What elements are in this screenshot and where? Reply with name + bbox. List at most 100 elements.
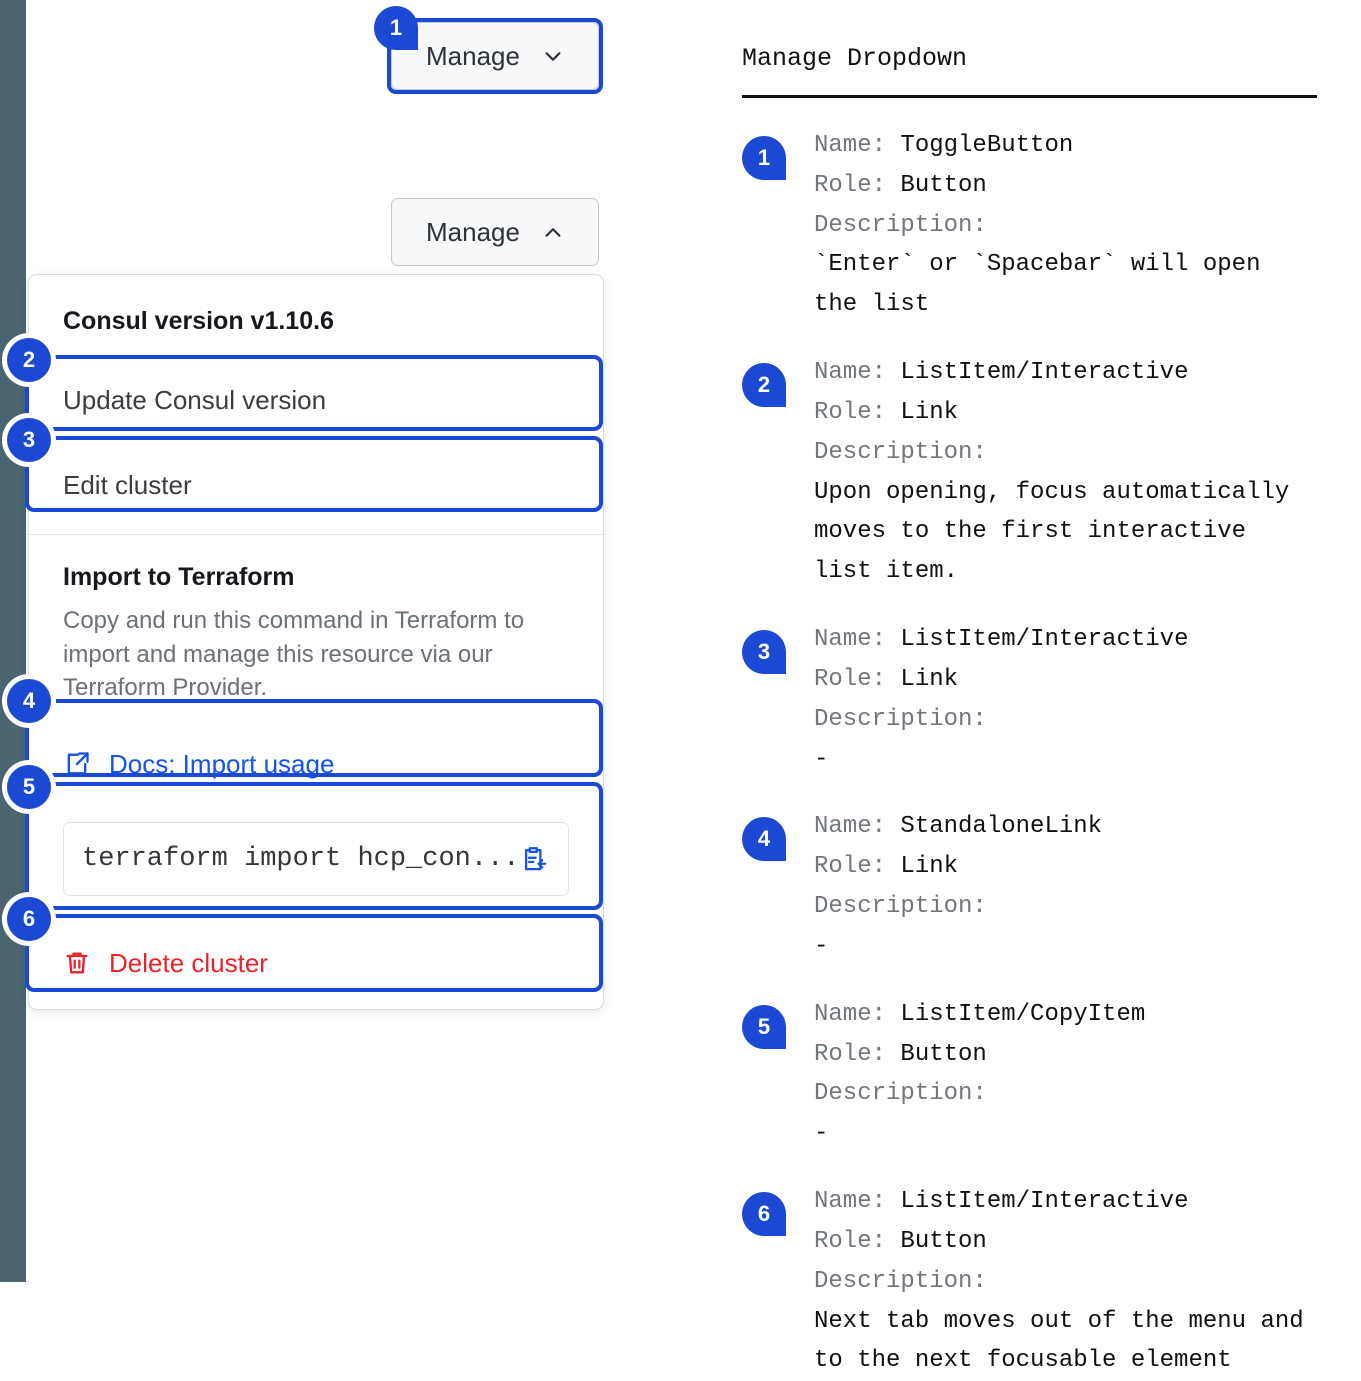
terraform-section-description: Copy and run this command in Terraform t… [63, 607, 525, 702]
legend-name-line: Name: ToggleButton [814, 126, 1260, 166]
legend-description-value-line: Upon opening, focus automatically moves … [814, 473, 1289, 592]
manage-dropdown-panel: Consul version v1.10.6 Update Consul ver… [28, 274, 604, 1010]
legend-field-label: Name: [814, 813, 901, 841]
legend-field-label: Name: [814, 1188, 901, 1216]
legend-field-value: Link [900, 665, 959, 693]
legend-field-value: Upon opening, focus automatically moves … [814, 478, 1290, 586]
clipboard-copy-icon [525, 846, 547, 871]
manage-toggle-button-expanded[interactable]: Manage [391, 198, 599, 266]
legend-field-label: Description: [814, 705, 1002, 733]
legend-field-label: Description: [814, 438, 1002, 466]
badge-marker-5: 5 [7, 765, 51, 809]
legend-badge-6: 6 [742, 1192, 786, 1237]
legend-field-label: Description: [814, 1267, 1002, 1295]
docs-external-link-icon [67, 752, 89, 775]
legend-description-value-line: - [814, 740, 1188, 780]
legend-field-label: Description: [814, 893, 1002, 921]
legend-field-label: Role: [814, 665, 901, 693]
terraform-copy-item[interactable]: terraform import hcp_con... [63, 821, 569, 896]
legend-field-value: ListItem/Interactive [900, 626, 1189, 654]
left-rail [0, 0, 26, 1282]
legend-role-line: Role: Button [814, 1222, 1304, 1262]
legend-badge-2: 2 [742, 363, 786, 408]
docs-import-usage-link[interactable]: Docs: Import usage [29, 727, 603, 802]
legend-field-label: Name: [814, 359, 901, 387]
legend-description-label-line: Description: [814, 1074, 1145, 1114]
legend-field-value: ListItem/CopyItem [900, 1000, 1146, 1028]
menu-divider [29, 534, 603, 535]
docs-import-usage-label: Docs: Import usage [109, 748, 335, 779]
legend-badge-3: 3 [742, 630, 786, 675]
manage-toggle-button-collapsed[interactable]: Manage [391, 22, 599, 90]
legend-field-value: ListItem/Interactive [900, 359, 1189, 387]
legend-description-label-line: Description: [814, 700, 1188, 740]
menu-item-edit-cluster-label: Edit cluster [63, 470, 192, 500]
legend-field-label: Role: [814, 853, 901, 881]
legend-description-value-line: Next tab moves out of the menu and to th… [814, 1302, 1304, 1381]
legend-field-value: Button [900, 1040, 987, 1068]
badge-marker-1: 1 [374, 6, 418, 50]
legend-role-line: Role: Link [814, 847, 1102, 887]
menu-item-update-consul-version[interactable]: Update Consul version [29, 358, 603, 443]
legend-field-label: Description: [814, 1080, 1002, 1108]
terraform-section-title: Import to Terraform [63, 563, 295, 591]
menu-item-delete-cluster[interactable]: Delete cluster [29, 922, 603, 1009]
legend-name-line: Name: ListItem/CopyItem [814, 995, 1145, 1035]
legend-role-line: Role: Link [814, 660, 1188, 700]
legend-field-label: Role: [814, 1040, 901, 1068]
legend-title: Manage Dropdown [742, 44, 968, 73]
legend-field-label: Description: [814, 211, 1002, 239]
legend-field-value: Link [900, 853, 959, 881]
dropdown-demo-area: Manage 1 Manage Consul version v1.10.6 U… [0, 0, 700, 1282]
legend-field-label: Name: [814, 132, 901, 159]
legend-role-line: Role: Button [814, 166, 1260, 206]
menu-item-update-consul-version-label: Update Consul version [63, 385, 327, 415]
legend-description-value-line: - [814, 1114, 1145, 1154]
legend-role-line: Role: Link [814, 393, 1289, 433]
trash-icon [66, 952, 88, 974]
legend-badge-5: 5 [742, 1004, 786, 1049]
legend-field-label: Name: [814, 1000, 901, 1028]
legend-name-line: Name: StandaloneLink [814, 807, 1102, 847]
terraform-command-text: terraform import hcp_con... [82, 843, 520, 874]
legend-badge-4: 4 [742, 817, 786, 862]
legend-description-label-line: Description: [814, 206, 1260, 246]
legend-field-value: - [814, 1120, 829, 1148]
badge-marker-6: 6 [7, 897, 51, 941]
legend-name-line: Name: ListItem/Interactive [814, 353, 1289, 393]
legend-description-label-line: Description: [814, 433, 1289, 473]
legend-field-label: Role: [814, 1227, 901, 1255]
badge-marker-3: 3 [7, 418, 51, 462]
legend-field-label: Role: [814, 398, 901, 426]
badge-marker-4: 4 [7, 679, 51, 723]
legend-field-value: `Enter` or `Spacebar` will open the list [814, 251, 1261, 319]
legend-field-value: StandaloneLink [900, 813, 1103, 841]
legend-name-line: Name: ListItem/Interactive [814, 1182, 1304, 1222]
legend-rule [742, 95, 1317, 98]
legend-role-line: Role: Button [814, 1035, 1145, 1075]
legend-description-value-line: `Enter` or `Spacebar` will open the list [814, 245, 1260, 325]
legend-description-value-line: - [814, 927, 1102, 967]
legend-badge-1: 1 [742, 136, 786, 180]
legend-field-value: ToggleButton [900, 132, 1074, 159]
menu-item-delete-cluster-label: Delete cluster [109, 947, 268, 978]
terraform-copy-row: terraform import hcp_con... [29, 802, 603, 922]
legend-description-label-line: Description: [814, 887, 1102, 927]
consul-version-header: Consul version v1.10.6 [63, 307, 334, 335]
legend-field-value: Next tab moves out of the menu and to th… [814, 1307, 1304, 1375]
menu-item-edit-cluster[interactable]: Edit cluster [29, 443, 603, 528]
legend-field-value: Button [900, 171, 987, 199]
badge-marker-2: 2 [7, 338, 51, 382]
legend-field-label: Name: [814, 626, 901, 654]
legend-field-value: - [814, 932, 829, 960]
chevron-down-icon [545, 52, 561, 61]
